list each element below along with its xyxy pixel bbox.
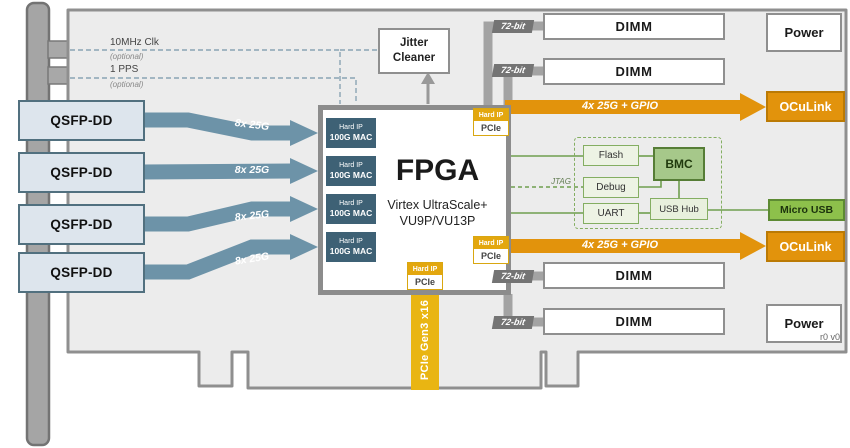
oculink-link-label-top: 4x 25G + GPIO	[581, 100, 659, 112]
mac-label: 100G MAC	[329, 170, 373, 181]
flash-label: Flash	[598, 150, 624, 161]
uart-block: UART	[583, 203, 639, 224]
qsfp-label: QSFP-DD	[50, 165, 113, 180]
hardip-tag: Hard IP	[474, 237, 508, 249]
hardip-tag: Hard IP	[408, 263, 442, 275]
dimm-bus-label-4: 72-bit	[491, 316, 535, 329]
dimm-label: DIMM	[615, 64, 653, 79]
hardip-pcie-top: Hard IP PCIe	[473, 108, 509, 136]
dimm-2: DIMM	[543, 58, 725, 85]
jitter-arrowhead	[421, 72, 435, 84]
pcie-label: PCIe	[480, 251, 501, 261]
hardip-tag: Hard IP	[339, 123, 363, 131]
pcie-label: PCIe	[414, 277, 435, 287]
oculink-label: OCuLink	[779, 239, 832, 254]
usb-hub-label: USB Hub	[659, 203, 699, 215]
pcie-edge-label: PCIe Gen3 x16	[419, 299, 431, 381]
uart-label: UART	[597, 208, 625, 219]
management-links	[511, 155, 768, 214]
dimm-bus-label-1: 72-bit	[491, 20, 535, 33]
fpga-subtitle-1: Virtex UltraScale+	[387, 198, 488, 212]
power-block-bottom: Power	[766, 304, 842, 343]
revision-label: r0 v0	[819, 332, 840, 342]
qsfp-arrowheads	[290, 120, 318, 260]
dimm-label: DIMM	[615, 314, 653, 329]
hardip-pcie-right: Hard IP PCIe	[473, 236, 509, 264]
pcie-label: PCIe	[480, 123, 501, 133]
power-label: Power	[784, 316, 824, 331]
qsfp-links	[141, 112, 293, 280]
dimm-4: DIMM	[543, 308, 725, 335]
qsfp-link-label-2: 8x 25G	[234, 164, 270, 176]
oculink-bottom: OCuLink	[766, 231, 845, 262]
fpga-title: FPGA	[395, 154, 480, 187]
usb-hub-block: USB Hub	[650, 198, 708, 220]
hardip-pcie-bottom: Hard IP PCIe	[407, 262, 443, 290]
oculink-label: OCuLink	[779, 99, 832, 114]
qsfp-dd-port-2: QSFP-DD	[18, 152, 145, 193]
clock-label-10mhz: 10MHz Clk	[110, 37, 159, 48]
bmc-label: BMC	[665, 157, 693, 171]
power-label: Power	[784, 25, 824, 40]
qsfp-label: QSFP-DD	[50, 113, 113, 128]
dimm-3: DIMM	[543, 262, 725, 289]
oculink-links	[505, 93, 766, 260]
fpga-subtitle-2: VU9P/VU13P	[399, 214, 476, 228]
mac-label: 100G MAC	[329, 246, 373, 257]
oculink-top: OCuLink	[766, 91, 845, 122]
dimm-bus-label-3: 72-bit	[491, 270, 535, 283]
hardip-tag: Hard IP	[339, 161, 363, 169]
micro-usb-label: Micro USB	[779, 204, 834, 216]
qsfp-label: QSFP-DD	[50, 217, 113, 232]
dimm-bus-label-2: 72-bit	[491, 64, 535, 77]
flash-block: Flash	[583, 145, 639, 166]
jtag-label: JTAG	[551, 177, 571, 186]
micro-usb-block: Micro USB	[768, 199, 845, 221]
oculink-link-label-bottom: 4x 25G + GPIO	[581, 239, 659, 251]
dimm-label: DIMM	[615, 268, 653, 283]
debug-label: Debug	[596, 182, 626, 193]
mac-label: 100G MAC	[329, 208, 373, 219]
qsfp-dd-port-3: QSFP-DD	[18, 204, 145, 245]
debug-block: Debug	[583, 177, 639, 198]
qsfp-dd-port-4: QSFP-DD	[18, 252, 145, 293]
hardip-tag: Hard IP	[339, 237, 363, 245]
hardip-tag: Hard IP	[339, 199, 363, 207]
qsfp-dd-port-1: QSFP-DD	[18, 100, 145, 141]
jitter-cleaner-label: Jitter	[399, 37, 429, 50]
power-block-top: Power	[766, 13, 842, 52]
dimm-label: DIMM	[615, 19, 653, 34]
jitter-cleaner-label: Cleaner	[392, 52, 436, 64]
mac-label: 100G MAC	[329, 132, 373, 143]
hardip-tag: Hard IP	[474, 109, 508, 121]
management-subsystem-group	[574, 137, 722, 229]
clock-label-1pps: 1 PPS	[110, 64, 139, 75]
jitter-cleaner-block: Jitter Cleaner	[378, 28, 450, 74]
pcie-gen3-ribbon	[411, 288, 439, 390]
clock-note-1pps: (optional)	[110, 80, 144, 89]
bmc-block: BMC	[653, 147, 705, 181]
dimm-1: DIMM	[543, 13, 725, 40]
qsfp-label: QSFP-DD	[50, 265, 113, 280]
clock-note-10mhz: (optional)	[110, 52, 144, 61]
clock-lines	[70, 49, 377, 104]
